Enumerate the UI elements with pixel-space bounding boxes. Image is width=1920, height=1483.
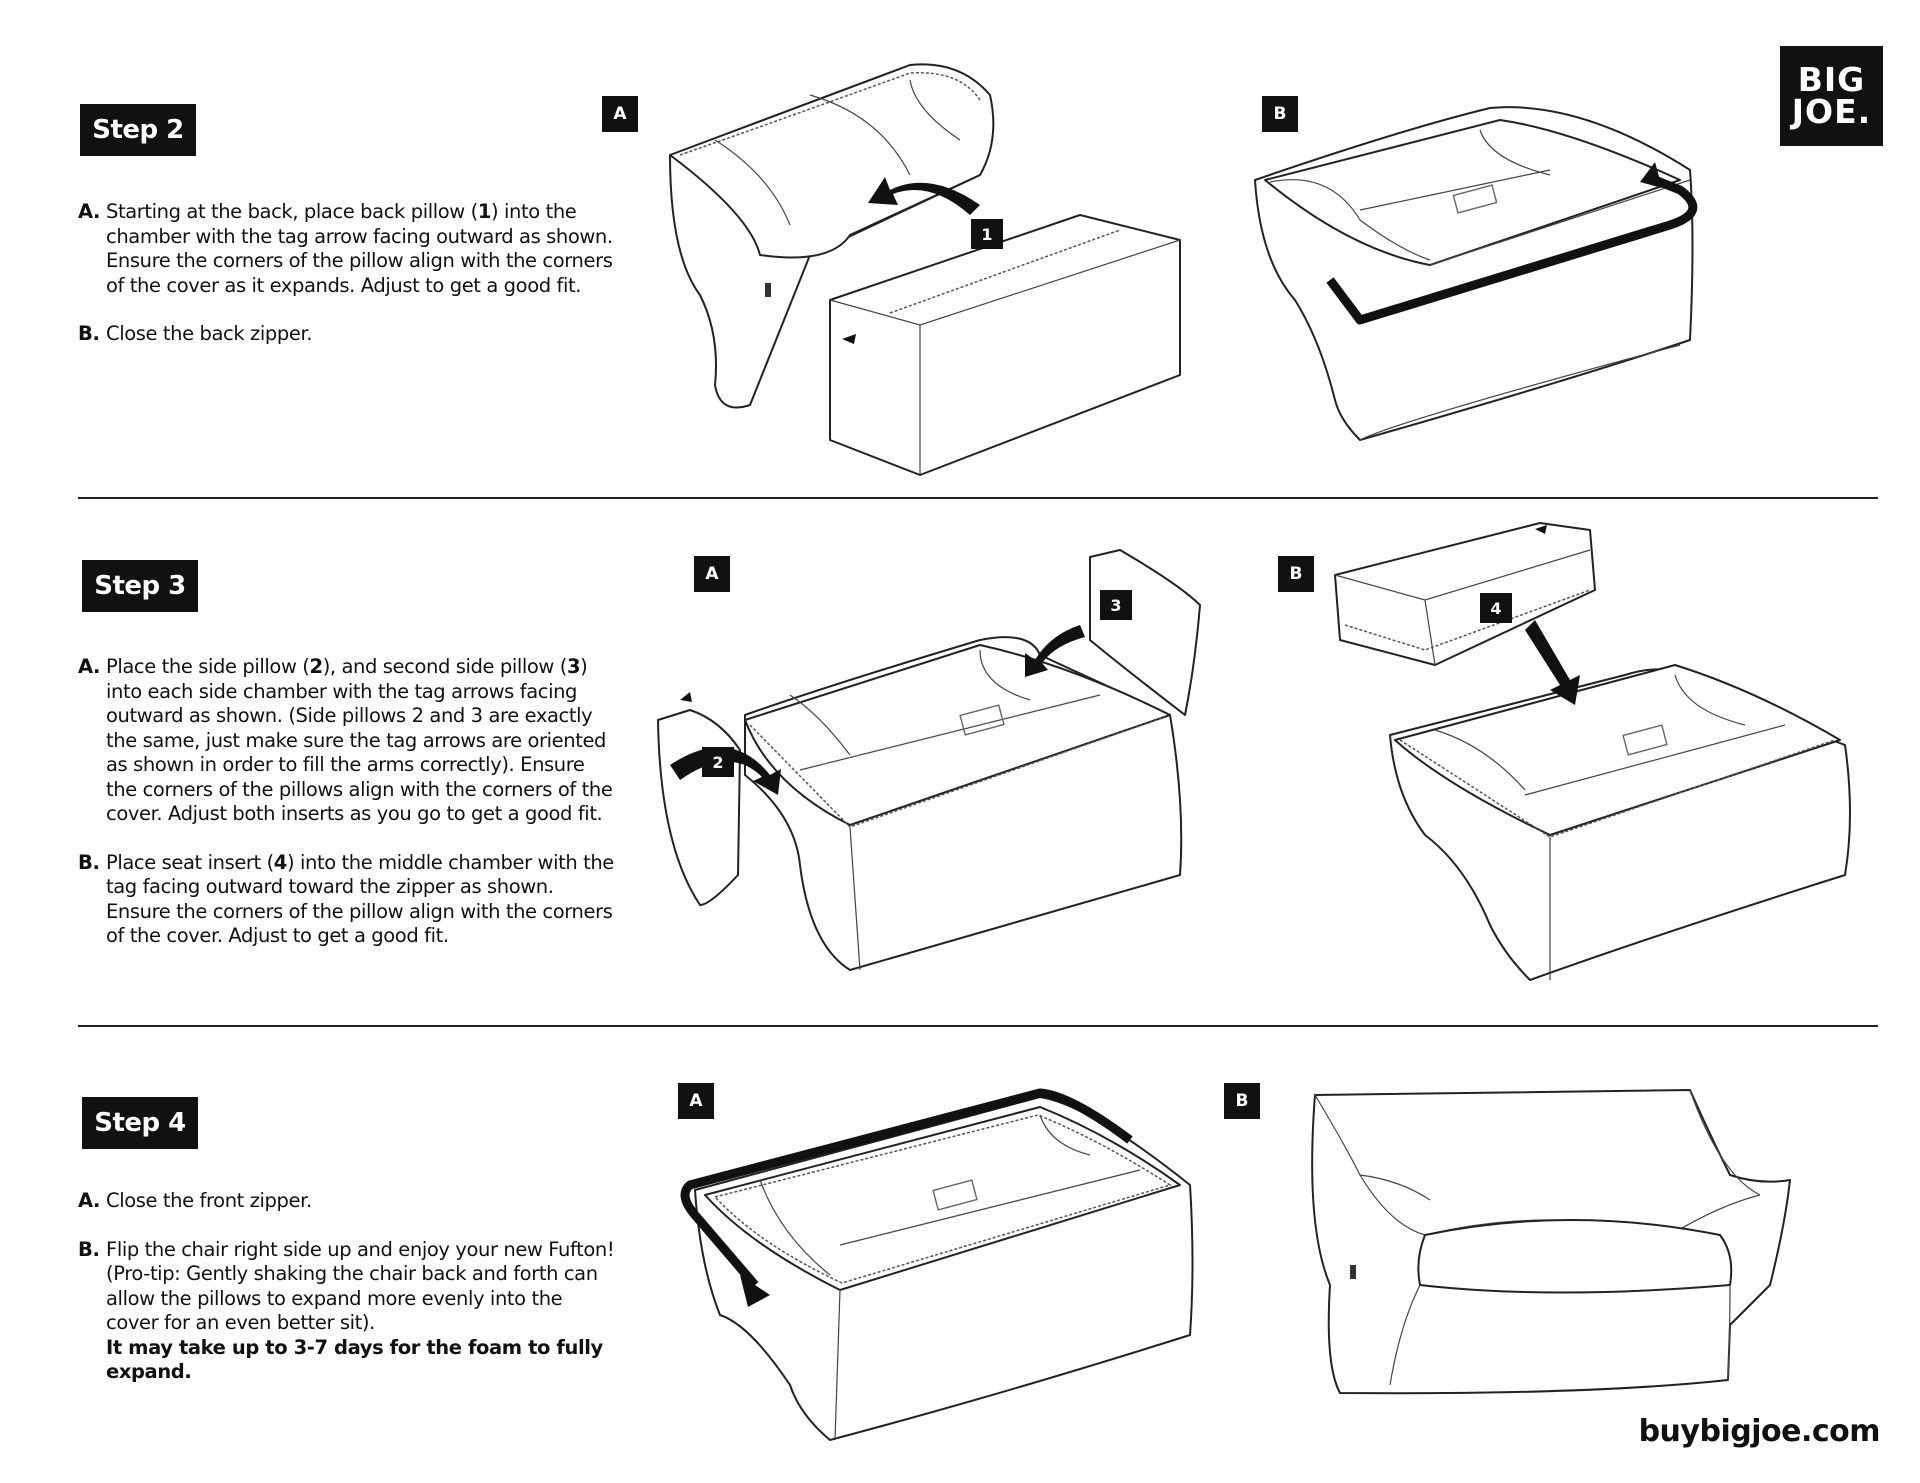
step-2-letter-a: A. [78, 200, 101, 223]
logo-line-1: BIG [1797, 60, 1866, 99]
callout-2: 2 [702, 747, 734, 777]
step-2-figure-b [1254, 106, 1698, 441]
divider-2 [78, 1025, 1878, 1027]
step-2-text-b: Close the back zipper. [106, 322, 313, 345]
logo-line-2: JOE. [1791, 92, 1872, 131]
step-4-figure-b [1311, 1089, 1791, 1395]
website-url[interactable]: buybigjoe.com [1638, 1414, 1881, 1449]
step-2-text-a: Starting at the back, place back pillow … [106, 200, 613, 297]
step-4-letter-a: A. [78, 1189, 101, 1212]
step-3-text-b: Place seat insert (4) into the middle ch… [106, 850, 614, 948]
step-4-instruction-a: A. Close the front zipper. [78, 1189, 618, 1214]
step-4-text-b: Flip the chair right side up and enjoy y… [106, 1237, 615, 1384]
callout-1: 1 [971, 219, 1003, 249]
step-3-figure-b-label: B [1278, 556, 1314, 592]
step-2-instructions: A. Starting at the back, place back pill… [78, 200, 618, 371]
big-joe-logo: BIG JOE. [1780, 46, 1883, 146]
step-2-instruction-a: A. Starting at the back, place back pill… [78, 200, 618, 298]
step-4-instruction-b: B. Flip the chair right side up and enjo… [78, 1238, 618, 1385]
step-4-figure-a [680, 1088, 1194, 1441]
step-3-instruction-a: A. Place the side pillow (2), and second… [78, 655, 618, 827]
step-3-instructions: A. Place the side pillow (2), and second… [78, 655, 618, 973]
step-3-figure-b [1334, 522, 1851, 981]
step-4-letter-b: B. [78, 1237, 100, 1261]
step-2-instruction-b: B. Close the back zipper. [78, 322, 618, 347]
step-2-figure-b-label: B [1262, 96, 1298, 132]
step-2-title: Step 2 [80, 104, 196, 156]
step-4-figure-b-label: B [1224, 1083, 1260, 1119]
step-3-instruction-b: B. Place seat insert (4) into the middle… [78, 851, 618, 949]
step-3-title: Step 3 [82, 560, 198, 612]
step-4-text-a: Close the front zipper. [106, 1189, 312, 1212]
callout-3: 3 [1100, 590, 1132, 620]
step-2-figure-a [669, 63, 1181, 476]
step-4-figure-a-label: A [678, 1083, 714, 1119]
divider-1 [78, 497, 1878, 499]
step-3-text-a: Place the side pillow (2), and second si… [106, 655, 613, 825]
step-4-title: Step 4 [82, 1097, 198, 1149]
step-3-letter-b: B. [78, 850, 100, 874]
step-4-instructions: A. Close the front zipper. B. Flip the c… [78, 1189, 618, 1409]
step-2-letter-b: B. [78, 322, 100, 345]
step-2-figure-a-label: A [602, 96, 638, 132]
step-3-figure-a-label: A [694, 556, 730, 592]
callout-4: 4 [1480, 593, 1512, 623]
step-3-letter-a: A. [78, 655, 101, 678]
